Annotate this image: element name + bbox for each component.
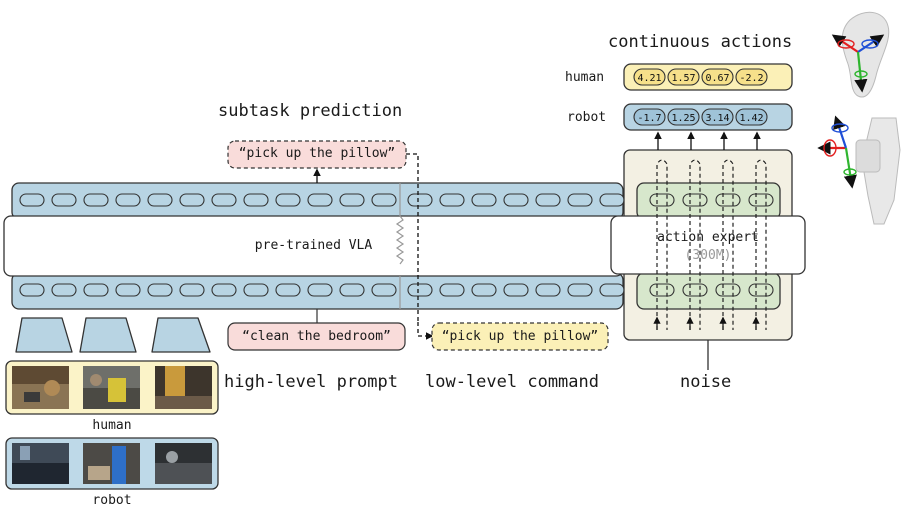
vla-token	[179, 193, 205, 207]
action-value-pill	[735, 108, 768, 126]
human-actions-label: human	[565, 70, 605, 85]
action-token	[715, 193, 741, 207]
action-expert-size: (300M)	[684, 248, 732, 263]
high-level-prompt-text: “clean the bedroom”	[242, 329, 391, 344]
vla-tokens	[19, 193, 625, 297]
low-level-command-box	[431, 322, 609, 351]
vla-token	[83, 193, 109, 207]
action-value-text: 4.21	[637, 73, 661, 84]
vla-token	[115, 283, 141, 297]
action-value-pill	[735, 68, 768, 86]
vla-token	[339, 283, 365, 297]
vla-token	[307, 283, 333, 297]
vla-token	[147, 283, 173, 297]
vla-token	[407, 193, 433, 207]
action-token	[682, 283, 708, 297]
vla-token	[567, 283, 593, 297]
vla-token	[535, 193, 561, 207]
low-level-command-title: low-level command	[425, 372, 599, 392]
action-token	[715, 283, 741, 297]
low-level-command-text: “pick up the pillow”	[441, 329, 599, 344]
human-camera-images	[12, 366, 212, 409]
vla-token	[275, 193, 301, 207]
vla-token	[339, 193, 365, 207]
vla-token	[371, 283, 397, 297]
action-value-pill	[633, 108, 666, 126]
action-value-text: -2.2	[739, 73, 763, 84]
action-value-text: 1.42	[739, 113, 763, 124]
vla-token	[599, 283, 625, 297]
subtask-to-command-arrow	[417, 322, 434, 340]
human-images-label: human	[92, 418, 132, 433]
action-value-text: 3.14	[705, 113, 729, 124]
vla-token	[243, 283, 269, 297]
vla-token	[51, 193, 77, 207]
vla-token	[19, 193, 45, 207]
vla-token	[371, 193, 397, 207]
action-token	[748, 193, 774, 207]
vla-token	[567, 193, 593, 207]
action-output-arrows	[654, 131, 761, 150]
noise-title: noise	[680, 372, 732, 392]
action-token	[649, 283, 675, 297]
human-hand-illustration	[831, 11, 890, 98]
vla-token	[471, 193, 497, 207]
action-value-pill	[701, 68, 734, 86]
robot-action-values: -1.7 1.25 3.14 1.42	[633, 108, 768, 126]
vla-token	[211, 283, 237, 297]
human-action-values: 4.21 1.57 0.67 -2.2	[633, 68, 768, 86]
vla-token	[503, 193, 529, 207]
vla-token	[243, 193, 269, 207]
subtask-prediction-box	[227, 140, 407, 169]
vla-token	[599, 193, 625, 207]
robot-gripper-illustration	[817, 115, 901, 225]
action-value-text: 0.67	[705, 73, 729, 84]
vla-token	[471, 283, 497, 297]
action-value-pill	[667, 68, 700, 86]
action-value-text: 1.25	[671, 113, 695, 124]
vla-token	[179, 283, 205, 297]
action-expert-body	[610, 215, 806, 275]
robot-camera-images	[12, 443, 212, 484]
vla-token	[307, 193, 333, 207]
vla-token	[407, 283, 433, 297]
vla-token	[439, 283, 465, 297]
action-value-pill	[667, 108, 700, 126]
image-encoders	[15, 317, 211, 353]
vla-divider	[395, 183, 405, 309]
action-value-pill	[633, 68, 666, 86]
vla-label: pre-trained VLA	[254, 238, 373, 253]
vla-token	[115, 193, 141, 207]
vla-token	[19, 283, 45, 297]
action-expert-label: action expert	[657, 230, 759, 245]
subtask-prediction-text: “pick up the pillow”	[238, 146, 396, 161]
subtask-prediction-title: subtask prediction	[218, 101, 403, 121]
subtask-to-command-line	[406, 153, 419, 322]
robot-images-label: robot	[92, 493, 132, 508]
action-expert-tokens	[649, 193, 774, 297]
vla-token	[275, 283, 301, 297]
action-expert-flow-loops	[653, 159, 767, 330]
vla-token	[439, 193, 465, 207]
vla-token	[503, 283, 529, 297]
continuous-actions-title: continuous actions	[608, 32, 793, 52]
robot-actions-label: robot	[567, 110, 607, 125]
vla-token	[535, 283, 561, 297]
high-level-prompt-title: high-level prompt	[224, 372, 398, 392]
vla-token	[147, 193, 173, 207]
action-token	[748, 283, 774, 297]
action-token	[682, 193, 708, 207]
vla-token	[211, 193, 237, 207]
action-value-text: 1.57	[671, 73, 695, 84]
action-value-text: -1.7	[637, 113, 661, 124]
action-value-pill	[701, 108, 734, 126]
vla-token	[51, 283, 77, 297]
vla-token	[83, 283, 109, 297]
action-token	[649, 193, 675, 207]
